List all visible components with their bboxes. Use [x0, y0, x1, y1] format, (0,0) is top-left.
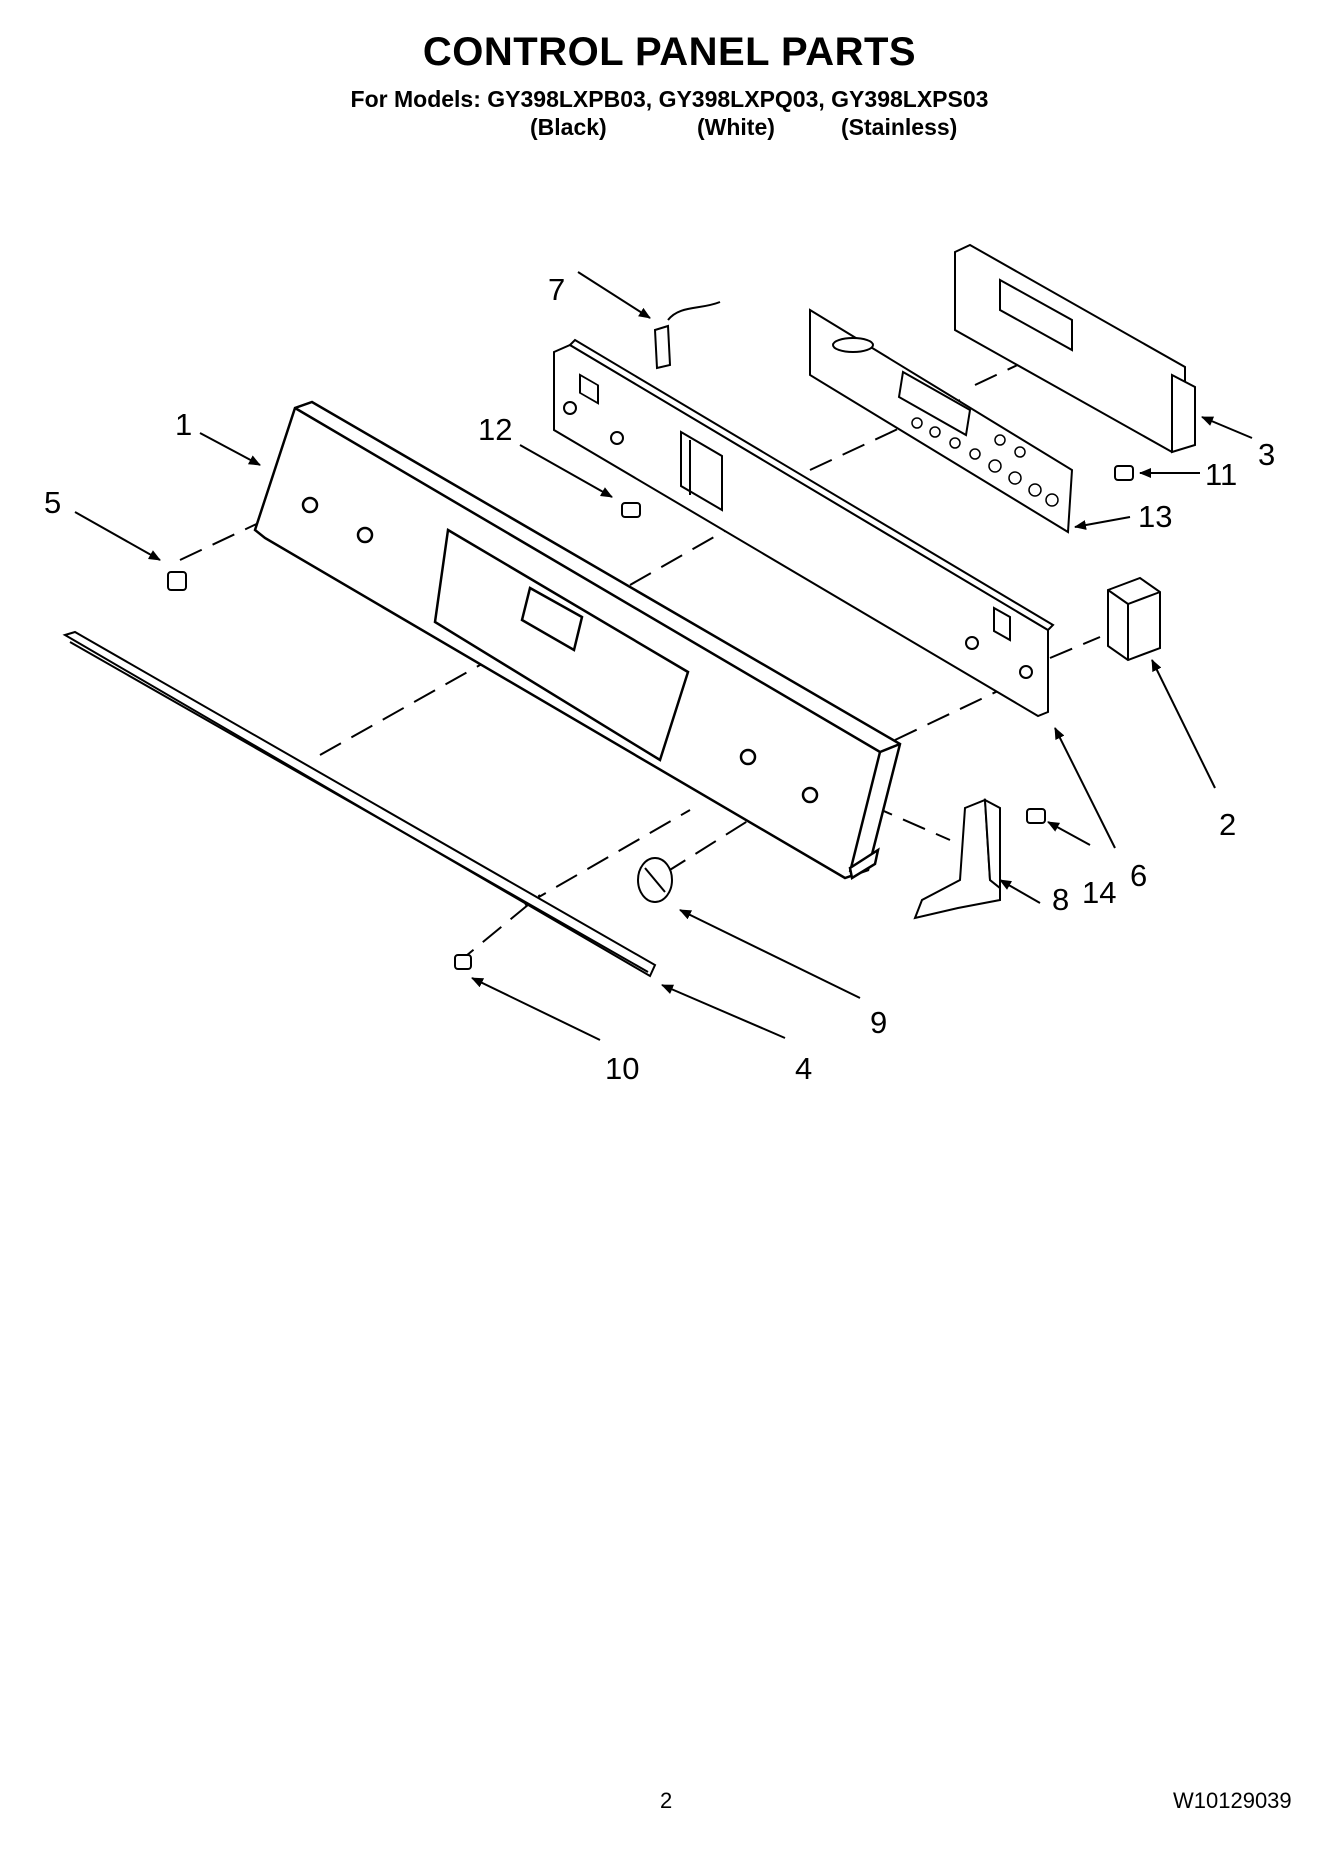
arrow-callout-12: [519, 444, 613, 498]
callout-6: 6: [1130, 858, 1147, 893]
variant-white-label: (White): [697, 114, 775, 140]
arrow-callout-4: [661, 984, 786, 1039]
callout-14: 14: [1082, 875, 1116, 910]
switch-component: [1107, 576, 1161, 662]
callout-numbers: 1 2 3 4 5 6 7 8 9 10 11 12 13 14: [44, 272, 1275, 1086]
arrow-callout-1: [199, 432, 261, 466]
screws: [167, 465, 1134, 970]
callout-11: 11: [1205, 457, 1237, 492]
rear-control-panel: [553, 338, 1055, 718]
page-title: CONTROL PANEL PARTS: [422, 30, 917, 74]
knob: [637, 857, 673, 903]
callout-12: 12: [478, 412, 512, 447]
leader-arrows: [74, 271, 1253, 1041]
arrow-callout-6: [1054, 727, 1116, 849]
callout-13: 13: [1138, 499, 1172, 534]
front-control-panel: [253, 400, 902, 880]
arrow-callout-5: [74, 511, 161, 561]
document-number: W10129039: [1173, 1788, 1292, 1813]
variant-black-label: (Black): [530, 114, 607, 140]
callout-1: 1: [175, 407, 192, 442]
callout-2: 2: [1219, 807, 1236, 842]
arrow-callout-9: [679, 909, 861, 999]
arrow-callout-8: [999, 879, 1041, 904]
arrow-callout-7: [577, 271, 651, 319]
arrow-callout-3: [1201, 416, 1253, 439]
page-number: 2: [660, 1788, 673, 1813]
end-bracket: [913, 798, 1001, 920]
variant-stainless-label: (Stainless): [841, 114, 958, 140]
arrow-callout-10: [471, 977, 601, 1041]
callout-10: 10: [605, 1051, 639, 1086]
callout-9: 9: [870, 1005, 887, 1040]
models-line: For Models: GY398LXPB03, GY398LXPQ03, GY…: [350, 86, 989, 112]
arrow-callout-13: [1074, 516, 1131, 530]
callout-7: 7: [548, 272, 565, 307]
electronic-control-board: [954, 243, 1196, 454]
callout-8: 8: [1052, 882, 1069, 917]
callout-3: 3: [1258, 437, 1275, 472]
trim-strip: [62, 630, 657, 978]
arrow-callout-14: [1047, 821, 1091, 846]
wire-connector: [653, 301, 721, 370]
callout-5: 5: [44, 485, 61, 520]
control-overlay: [809, 308, 1074, 534]
arrow-callout-2: [1151, 659, 1216, 789]
callout-4: 4: [795, 1051, 812, 1086]
